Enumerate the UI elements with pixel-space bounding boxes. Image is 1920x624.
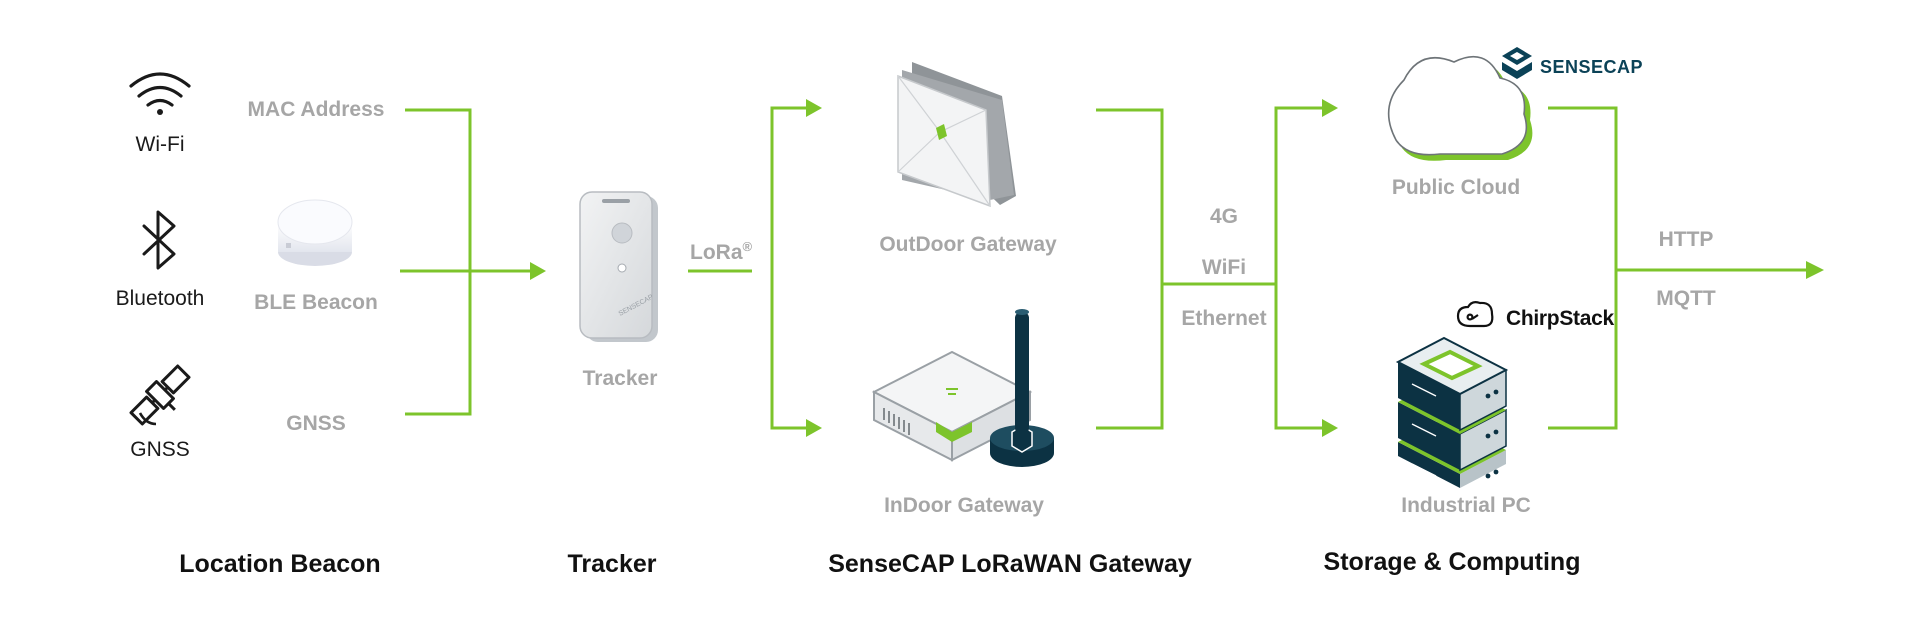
ble-beacon-label: BLE Beacon	[254, 291, 378, 314]
bluetooth-icon	[142, 210, 176, 270]
indoor-gateway-device	[871, 309, 1054, 467]
industrial-pc-label: Industrial PC	[1401, 494, 1531, 517]
mac-address-label: MAC Address	[247, 98, 385, 121]
lora-text: LoRa	[690, 241, 743, 264]
section-gateway: SenseCAP LoRaWAN Gateway	[828, 550, 1192, 578]
connector-gw-split	[770, 106, 806, 430]
chirpstack-brand-text: ChirpStack	[1506, 307, 1614, 330]
tracker-device: SENSECAP	[579, 191, 658, 342]
sensecap-brand-text: SENSECAP	[1540, 57, 1644, 77]
protocol-http-label: HTTP	[1658, 228, 1714, 251]
tracker-label: Tracker	[582, 367, 658, 390]
indoor-gateway-label: InDoor Gateway	[884, 494, 1044, 517]
gnss-source-label: GNSS	[130, 438, 190, 461]
arrowheads	[530, 99, 1824, 437]
backhaul-4g-label: 4G	[1209, 205, 1239, 228]
backhaul-wifi-label: WiFi	[1201, 256, 1247, 279]
section-location-beacon: Location Beacon	[179, 550, 381, 578]
public-cloud-label: Public Cloud	[1391, 176, 1521, 199]
section-tracker: Tracker	[567, 550, 657, 578]
section-storage: Storage & Computing	[1323, 548, 1581, 576]
wifi-icon	[129, 72, 191, 115]
connector-mac	[405, 108, 472, 271]
lora-registered-mark: ®	[742, 239, 753, 254]
connector-storage-out-top	[1548, 106, 1618, 270]
connector-storage-split	[1274, 106, 1322, 430]
connector-storage-out-bot	[1548, 270, 1618, 430]
lora-label: LoRa®	[690, 239, 752, 265]
outdoor-gateway-device	[897, 62, 1016, 208]
connectors	[400, 106, 1806, 430]
chirpstack-logo-icon	[1456, 301, 1494, 328]
connector-gw-out-bot	[1096, 284, 1164, 430]
arrow-output	[1806, 261, 1824, 279]
public-cloud-icon	[1387, 55, 1533, 161]
connector-gnss	[405, 271, 472, 416]
arrow-to-tracker	[530, 262, 546, 280]
sensecap-logo-icon	[1502, 47, 1532, 79]
gnss-signal-label: GNSS	[286, 412, 346, 435]
wifi-label: Wi-Fi	[135, 133, 185, 156]
backhaul-ethernet-label: Ethernet	[1181, 307, 1267, 330]
arrow-to-outdoor	[806, 99, 822, 117]
arrow-to-pc	[1322, 419, 1338, 437]
ble-beacon-device	[277, 199, 353, 266]
protocol-mqtt-label: MQTT	[1656, 287, 1716, 310]
bluetooth-label: Bluetooth	[115, 287, 205, 310]
arrow-to-indoor	[806, 419, 822, 437]
satellite-icon	[129, 364, 191, 426]
industrial-pc-icon	[1395, 336, 1509, 488]
arrow-to-cloud	[1322, 99, 1338, 117]
connector-gw-out-top	[1096, 108, 1164, 284]
outdoor-gateway-label: OutDoor Gateway	[879, 233, 1057, 256]
